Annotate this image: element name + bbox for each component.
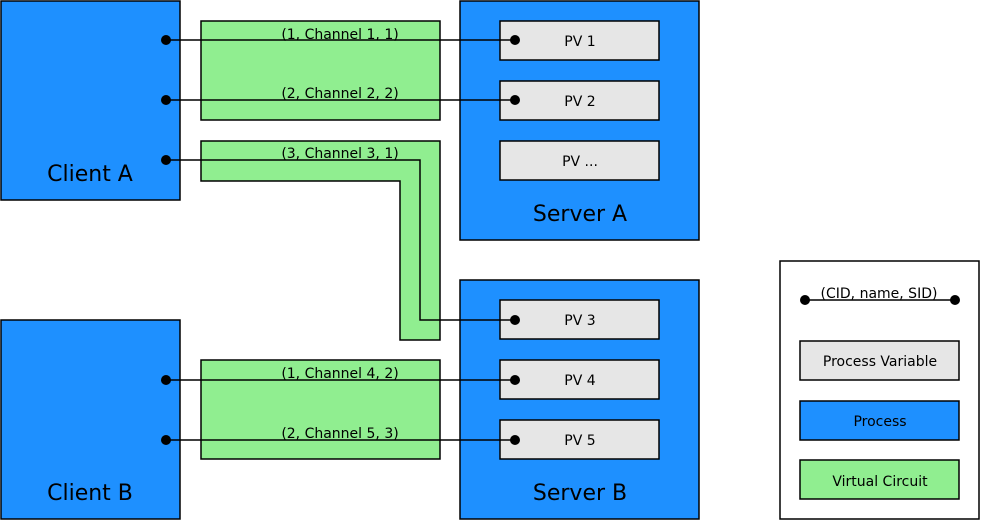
channel-2-server-endpoint [510, 95, 520, 105]
server-a-label: Server A [533, 202, 627, 227]
pv-box-ellipsis [499, 140, 660, 181]
client-b-label: Client B [47, 481, 133, 506]
legend-process-label: Process [853, 414, 906, 430]
channel-4-server-endpoint [510, 375, 520, 385]
channel-label-1: (1, Channel 1, 1) [281, 27, 398, 43]
virtual-circuit-b-b [200, 359, 441, 460]
legend-channel-end-endpoint [950, 295, 960, 305]
legend-virtual-circuit-label: Virtual Circuit [832, 474, 928, 490]
pv-box-5 [499, 419, 660, 460]
channel-label-5: (2, Channel 5, 3) [281, 426, 398, 442]
legend: (CID, name, SID) Process Variable Proces… [779, 260, 980, 520]
virtual-circuit-a-b [200, 140, 441, 341]
pv-label-ellipsis: PV ... [562, 154, 598, 170]
channel-label-3: (3, Channel 3, 1) [281, 146, 398, 162]
pv-label-1: PV 1 [564, 34, 595, 50]
channel-5-server-endpoint [510, 435, 520, 445]
legend-channel-label: (CID, name, SID) [821, 286, 938, 302]
client-a-label: Client A [47, 162, 133, 187]
pv-label-3: PV 3 [564, 313, 595, 329]
channel-label-4: (1, Channel 4, 2) [281, 366, 398, 382]
pv-label-2: PV 2 [564, 94, 595, 110]
legend-pv-swatch [799, 340, 960, 381]
client-b-process [0, 319, 181, 520]
channel-label-2: (2, Channel 2, 2) [281, 86, 398, 102]
channel-1-server-endpoint [510, 35, 520, 45]
legend-channel-start-endpoint [800, 295, 810, 305]
pv-box-4 [499, 359, 660, 400]
legend-virtual-circuit-swatch [799, 459, 960, 500]
legend-process-swatch [799, 400, 960, 441]
legend-pv-label: Process Variable [823, 354, 937, 370]
virtual-circuit-a-a [200, 20, 441, 121]
channel-1-client-endpoint [161, 35, 171, 45]
channel-3-server-endpoint [510, 315, 520, 325]
pv-label-4: PV 4 [564, 373, 595, 389]
channel-2-client-endpoint [161, 95, 171, 105]
channel-5-client-endpoint [161, 435, 171, 445]
pv-box-3 [499, 299, 660, 340]
channel-line-3 [166, 159, 515, 321]
client-a-process [0, 0, 181, 201]
channel-4-client-endpoint [161, 375, 171, 385]
pv-label-5: PV 5 [564, 433, 595, 449]
pv-box-1 [499, 20, 660, 61]
channel-3-client-endpoint [161, 155, 171, 165]
server-b-label: Server B [533, 481, 627, 506]
